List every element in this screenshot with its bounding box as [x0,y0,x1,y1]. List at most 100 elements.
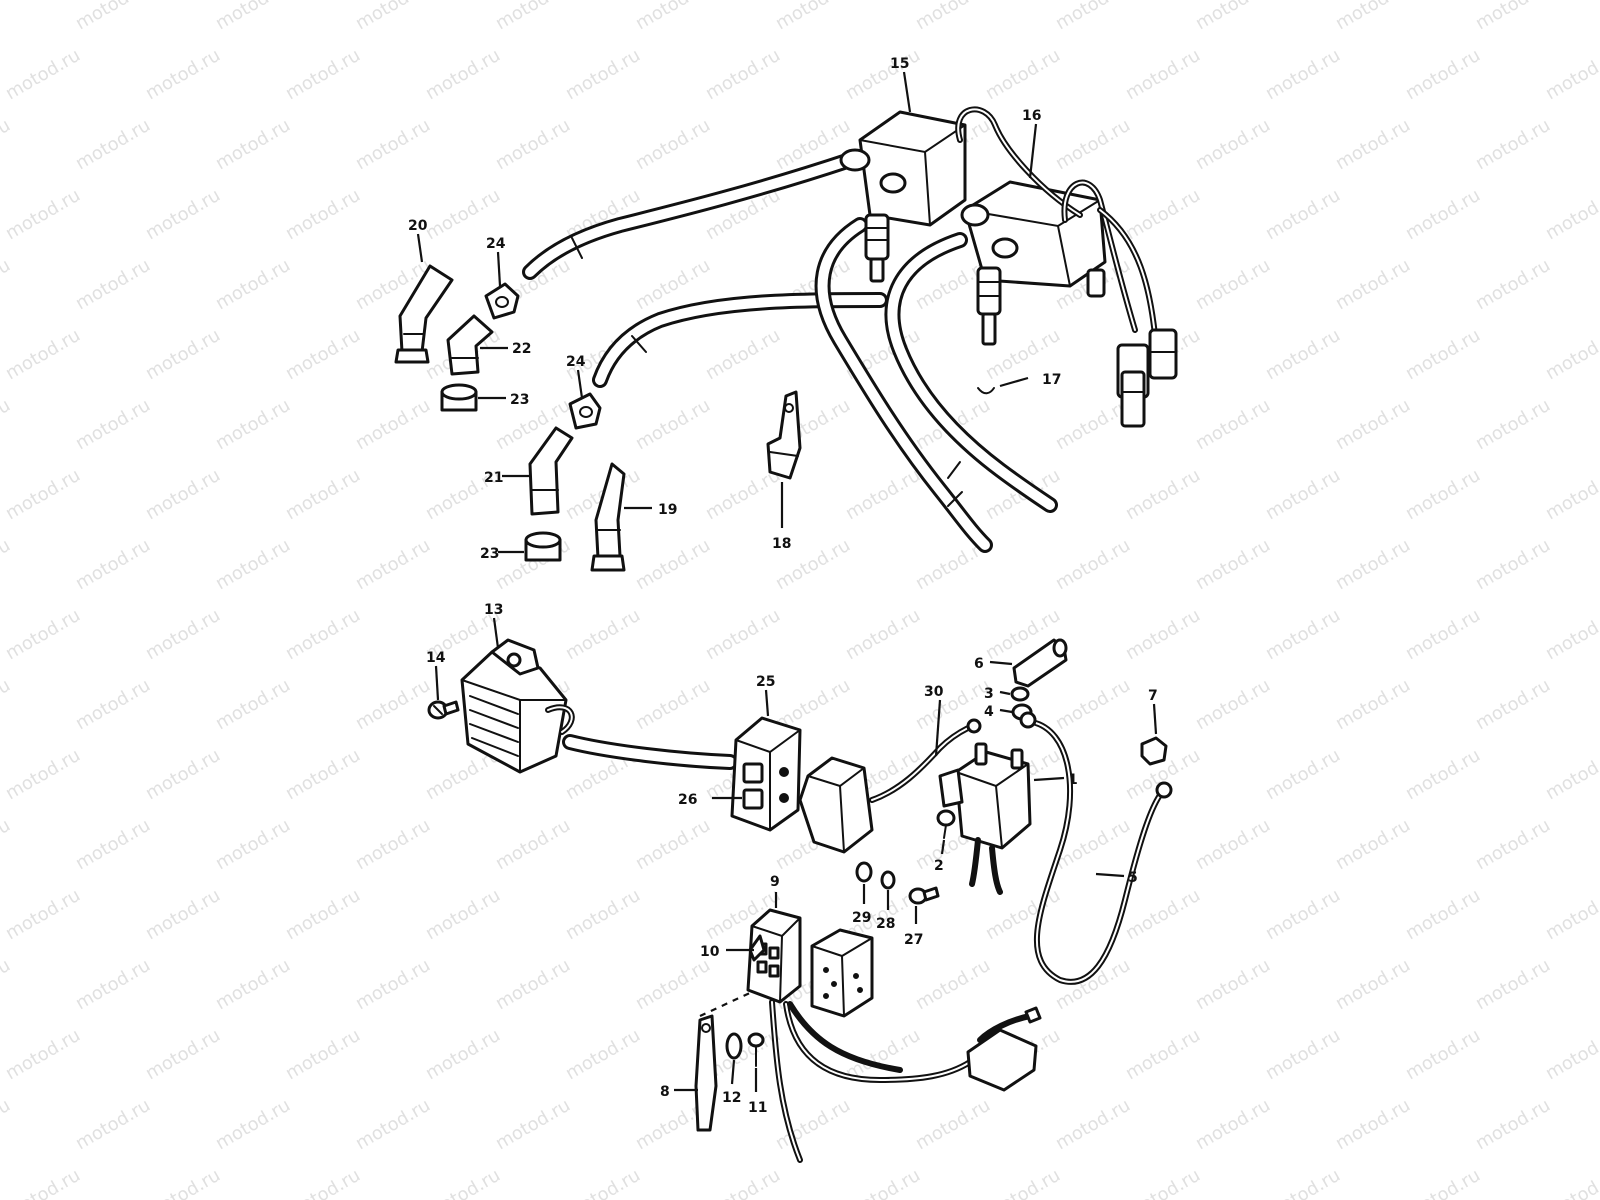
watermark-text: motod.ru [632,815,714,874]
callout-14: 14 [426,650,446,666]
watermark-text: motod.ru [1402,185,1484,244]
watermark-text: motod.ru [72,955,154,1014]
watermark-text: motod.ru [1122,465,1204,524]
ignition-coil-rear [839,110,967,283]
clip-17 [977,387,995,395]
ignition-coil-group: 17 18 20 24 22 [394,56,1178,572]
starter-relay-1 [938,742,1032,895]
watermark-text: motod.ru [2,1025,84,1084]
watermark-text: motod.ru [422,1025,504,1084]
watermark-text: motod.ru [1122,885,1204,944]
watermark-text: motod.ru [72,255,154,314]
watermark-text: motod.ru [912,0,994,34]
watermark-text: motod.ru [1332,115,1414,174]
watermark-text: motod.ru [1472,0,1554,34]
electrical-component-group: 13 14 25 26 [426,602,1173,1163]
watermark-text: motod.ru [352,0,434,34]
watermark-text: motod.ru [1192,115,1274,174]
watermark-text: motod.ru [142,185,224,244]
watermark-text: motod.ru [352,395,434,454]
watermark-text: motod.ru [282,45,364,104]
washer-29 [855,861,873,883]
watermark-text: motod.ru [0,675,14,734]
ht-lead-upper [522,152,858,280]
battery-cable-5 [1019,711,1173,985]
callout-5: 5 [1128,870,1138,886]
watermark-text: motod.ru [1192,535,1274,594]
watermark-text: motod.ru [1192,815,1274,874]
watermark-text: motod.ru [142,1025,224,1084]
watermark-text: motod.ru [1472,675,1554,734]
grommet-24-lower [568,392,602,430]
watermark-text: motod.ru [2,465,84,524]
watermark-text: motod.ru [1262,1165,1344,1200]
watermark-text: motod.ru [142,45,224,104]
watermark-text: motod.ru [1332,955,1414,1014]
watermark-text: motod.ru [72,535,154,594]
watermark-text: motod.ru [842,465,924,524]
watermark-text: motod.ru [352,955,434,1014]
watermark-text: motod.ru [1402,885,1484,944]
callout-24-lower: 24 [566,354,586,370]
watermark-text: motod.ru [422,45,504,104]
watermark-text: motod.ru [1402,605,1484,664]
watermark-text: motod.ru [1262,745,1344,804]
terminal-cover-6 [1012,638,1068,688]
watermark-text: motod.ru [352,535,434,594]
callout-30: 30 [924,684,944,700]
callout-1: 1 [1068,772,1078,788]
watermark-text: motod.ru [282,325,364,384]
watermark-text: motod.ru [632,395,714,454]
watermark-text: motod.ru [142,885,224,944]
watermark-text: motod.ru [2,325,84,384]
callout-12: 12 [722,1090,741,1106]
watermark-text: motod.ru [1052,955,1134,1014]
watermark-text: motod.ru [492,1095,574,1154]
rubber-cover [798,756,874,854]
watermark-text: motod.ru [1332,675,1414,734]
watermark-text: motod.ru [632,675,714,734]
watermark-text: motod.ru [1122,45,1204,104]
bolt-14 [427,700,460,720]
watermark-text: motod.ru [0,115,14,174]
callout-13: 13 [484,602,503,618]
watermark-text: motod.ru [72,675,154,734]
watermark-text: motod.ru [352,115,434,174]
callout-23-upper: 23 [510,392,529,408]
watermark-text: motod.ru [702,45,784,104]
watermark-text: motod.ru [1402,465,1484,524]
callout-10: 10 [700,944,720,960]
watermark-text: motod.ru [1262,605,1344,664]
callout-25: 25 [756,674,775,690]
watermark-text: motod.ru [282,465,364,524]
clamp-18 [766,390,802,480]
callout-8: 8 [660,1084,670,1100]
watermark-text: motod.ru [562,45,644,104]
watermark-text: motod.ru [1402,745,1484,804]
watermark-text: motod.ru [982,1165,1064,1200]
watermark-text: motod.ru [282,605,364,664]
watermark-text: motod.ru [1472,395,1554,454]
callout-9: 9 [770,874,780,890]
watermark-text: motod.ru [212,955,294,1014]
bolt-27 [908,886,940,905]
fuse-box-cover [810,928,874,1018]
callout-11: 11 [748,1100,767,1116]
callout-18: 18 [772,536,791,552]
watermark-text: motod.ru [702,325,784,384]
callout-4: 4 [984,704,994,720]
watermark-text: motod.ru [352,675,434,734]
watermark-text: motod.ru [72,115,154,174]
watermark-text: motod.ru [632,535,714,594]
watermark-text: motod.ru [562,605,644,664]
watermark-text: motod.ru [0,0,14,34]
washer-3 [1010,686,1030,702]
watermark-text: motod.ru [142,1165,224,1200]
watermark-text: motod.ru [1472,535,1554,594]
watermark-text: motod.ru [1402,325,1484,384]
watermark-text: motod.ru [1542,185,1600,244]
callout-29: 29 [852,910,871,926]
watermark-text: motod.ru [632,955,714,1014]
